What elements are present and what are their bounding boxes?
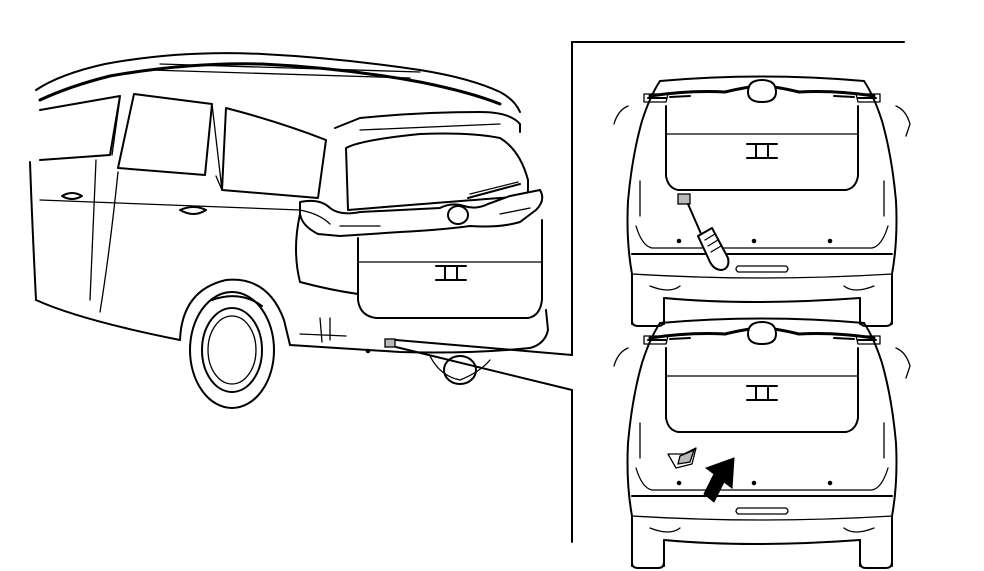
arrow-icon: [703, 457, 735, 503]
screwdriver-icon: [687, 203, 730, 271]
tow-hook-cover-icon: [384, 338, 396, 348]
tow-hook-cover-icon: [667, 447, 697, 469]
detail-cover-removed: [612, 317, 912, 570]
detail-tool-insertion: [612, 75, 912, 328]
leader-lines: [395, 41, 905, 543]
minivan-illustration: [29, 52, 549, 409]
